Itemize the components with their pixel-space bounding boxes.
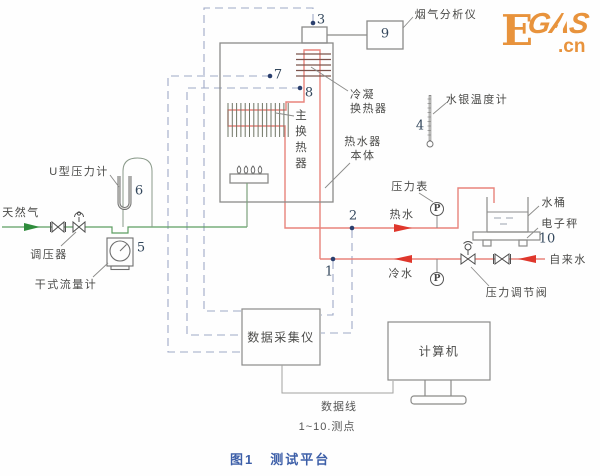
flow-arrows	[394, 224, 536, 263]
heater-body-outline	[219, 42, 334, 203]
measure-line-1	[321, 261, 334, 316]
daq-and-computer	[241, 308, 491, 405]
point-4: 4	[415, 118, 425, 134]
main-hx-label: 主换热器	[295, 110, 307, 170]
condensing-hx-label-2: 换热器	[350, 103, 388, 115]
computer-monitor	[387, 321, 491, 381]
cold-water-arrow	[394, 255, 412, 263]
heater-and-boxes	[219, 20, 404, 203]
u-type-manometer	[117, 157, 153, 227]
point-7: 7	[273, 67, 283, 83]
tap-water-valve	[493, 253, 511, 265]
u-manometer-label: U型压力计	[49, 166, 109, 178]
tap-water-label: 自来水	[549, 254, 587, 266]
measure-line-3	[203, 7, 314, 312]
point-6: 6	[134, 183, 144, 199]
point-9: 9	[380, 26, 390, 42]
measure-line-2	[321, 230, 353, 334]
measure-line-7	[167, 75, 270, 353]
heater-body-label-2: 本体	[350, 150, 376, 162]
heater-body-label-1: 热水器	[344, 136, 382, 148]
caption-fig-number: 图1	[230, 452, 255, 467]
gas-regulator-valve	[72, 211, 86, 234]
regulator-label: 调压器	[30, 249, 68, 261]
hot-water-arrow	[394, 224, 412, 232]
pressure-regulating-valve-symbol	[460, 241, 476, 265]
measure-points-note: 1~10.测点	[298, 421, 356, 433]
point-3: 3	[316, 12, 326, 28]
scale-platform	[472, 231, 541, 241]
tap-water-arrow	[518, 255, 536, 263]
hot-water-label: 热水	[389, 209, 415, 221]
gas-shutoff-valve	[50, 220, 66, 234]
mercury-thermometer-symbol	[426, 95, 434, 148]
burner-flames	[236, 165, 263, 174]
gas-line	[2, 183, 248, 234]
computer-base	[410, 395, 467, 405]
figure-caption: 图1 测试平台	[230, 449, 330, 468]
point-1: 1	[324, 264, 334, 280]
cold-pressure-gauge	[430, 259, 444, 286]
daq-box	[241, 308, 321, 366]
cold-gauge-letter: P	[433, 274, 441, 284]
logo-cn: .cn	[558, 36, 586, 57]
main-heat-exchanger	[227, 103, 289, 137]
daq-label: 数据采集仪	[247, 330, 315, 345]
hot-gauge-letter: P	[433, 204, 441, 214]
point-8: 8	[304, 85, 314, 101]
cold-water-label: 冷水	[388, 268, 414, 280]
gas-flow-arrow	[24, 223, 40, 231]
point-10: 10	[538, 231, 556, 247]
water-bucket-label: 水桶	[541, 197, 567, 209]
pressure-regulating-valve-label: 压力调节阀	[485, 287, 549, 299]
point-2: 2	[348, 208, 358, 224]
logo-e: E	[501, 6, 534, 55]
condensing-hx-label-1: 冷凝	[350, 89, 375, 101]
dry-flow-meter-symbol	[106, 237, 134, 271]
natural-gas-label: 天然气	[2, 207, 40, 219]
point-5: 5	[136, 240, 146, 256]
leader-lines	[60, 16, 540, 287]
flue-analyzer-box	[366, 20, 404, 50]
dry-flow-meter-label: 干式流量计	[34, 279, 98, 291]
measurement-dashed-lines	[167, 7, 353, 353]
data-cable	[281, 365, 394, 394]
measure-point-dots	[267, 20, 355, 262]
bucket-and-scale	[472, 197, 541, 247]
caption-title: 测试平台	[270, 452, 331, 467]
measure-line-8	[186, 87, 300, 336]
egas-watermark-logo: E GAS .cn	[501, 6, 599, 61]
pressure-gauge-label: 压力表	[391, 181, 429, 193]
hot-pressure-gauge	[430, 202, 444, 228]
condensing-heat-exchanger	[296, 53, 331, 77]
burner	[229, 173, 269, 184]
electronic-scale-label: 电子秤	[541, 218, 579, 230]
flue-outlet	[301, 26, 328, 44]
computer-label: 计算机	[418, 344, 460, 359]
flue-analyzer-label: 烟气分析仪	[414, 9, 478, 21]
data-line-note: 数据线	[321, 401, 357, 413]
mercury-thermometer-label: 水银温度计	[445, 94, 509, 106]
